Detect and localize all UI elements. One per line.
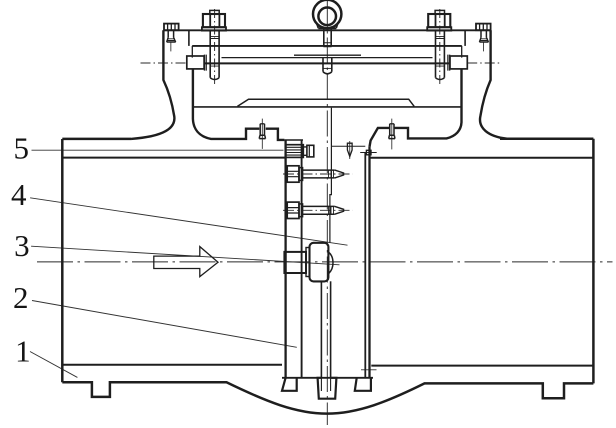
svg-text:2: 2 bbox=[13, 280, 29, 315]
svg-text:1: 1 bbox=[15, 333, 31, 368]
svg-text:4: 4 bbox=[11, 177, 27, 212]
svg-text:5: 5 bbox=[13, 130, 29, 165]
svg-text:3: 3 bbox=[14, 228, 30, 263]
